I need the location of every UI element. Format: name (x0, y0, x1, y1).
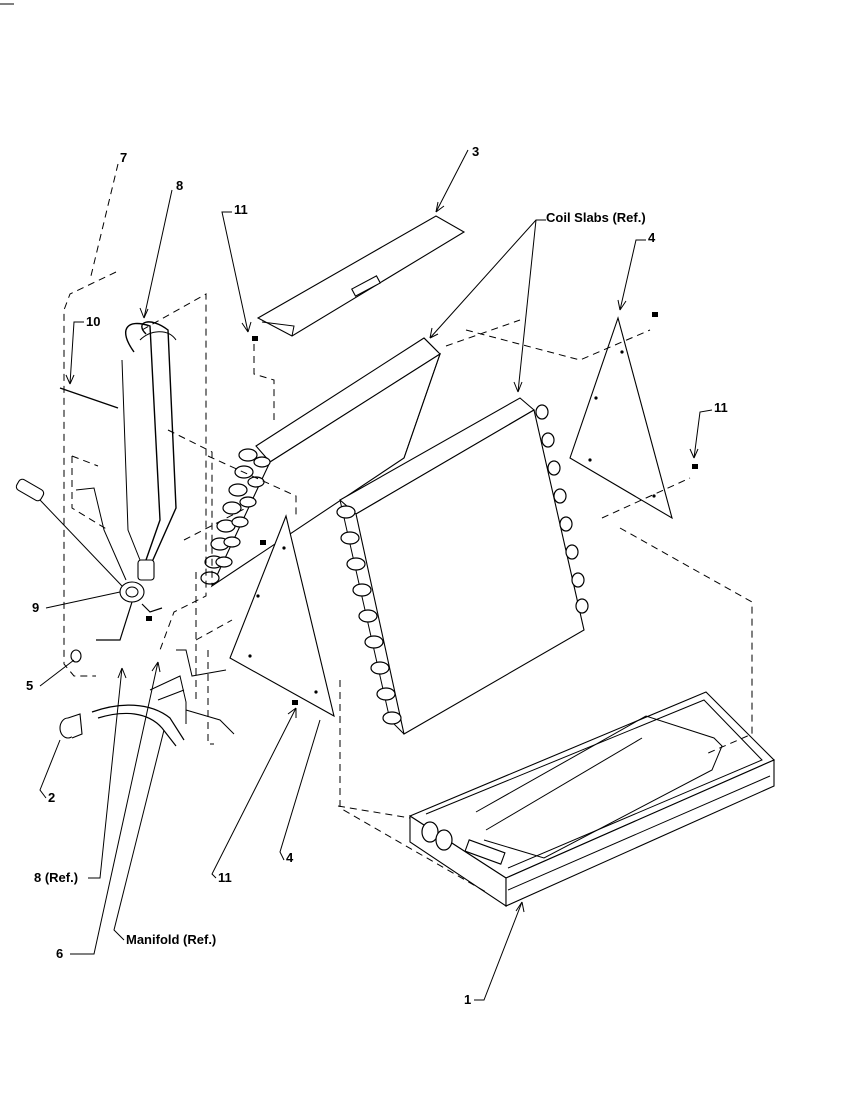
label-11-right: 11 (714, 400, 728, 415)
label-3: 3 (472, 144, 479, 159)
label-1: 1 (464, 992, 471, 1007)
part-2-cap (59, 713, 83, 739)
label-coil-slabs-ref: Coil Slabs (Ref.) (546, 210, 646, 225)
label-11-top: 11 (234, 202, 248, 217)
label-6: 6 (56, 946, 63, 961)
label-8-ref: 8 (Ref.) (34, 870, 78, 885)
part-10-sensing-bulb (15, 387, 127, 587)
coil-slab-right-tube-bends (336, 404, 589, 725)
part-11-screws (146, 312, 698, 705)
label-9: 9 (32, 600, 39, 615)
part-8-distributor-tubes (121, 321, 177, 563)
label-11-bottom: 11 (218, 870, 232, 885)
assembly-dashed-lines (63, 271, 753, 893)
label-8: 8 (176, 178, 183, 193)
callout-labels: 7 8 3 11 10 Coil Slabs (Ref.) 4 11 9 5 2… (26, 144, 728, 1007)
label-2: 2 (48, 790, 55, 805)
label-5: 5 (26, 678, 33, 693)
coil-slab-right (336, 397, 589, 735)
part-4-front-side-plate (229, 514, 335, 718)
part-1-drain-pan (408, 691, 775, 908)
label-7: 7 (120, 150, 127, 165)
part-4-right-side-plate (569, 316, 673, 520)
part-5-fitting (70, 649, 82, 663)
manifold-tubing (91, 649, 235, 747)
part-3-top-panel (256, 215, 466, 337)
part-9-valve-body (96, 559, 163, 641)
label-4-top: 4 (648, 230, 656, 245)
label-10: 10 (86, 314, 100, 329)
label-4-bottom: 4 (286, 850, 294, 865)
label-manifold-ref: Manifold (Ref.) (126, 932, 216, 947)
leader-lines (39, 149, 713, 1001)
